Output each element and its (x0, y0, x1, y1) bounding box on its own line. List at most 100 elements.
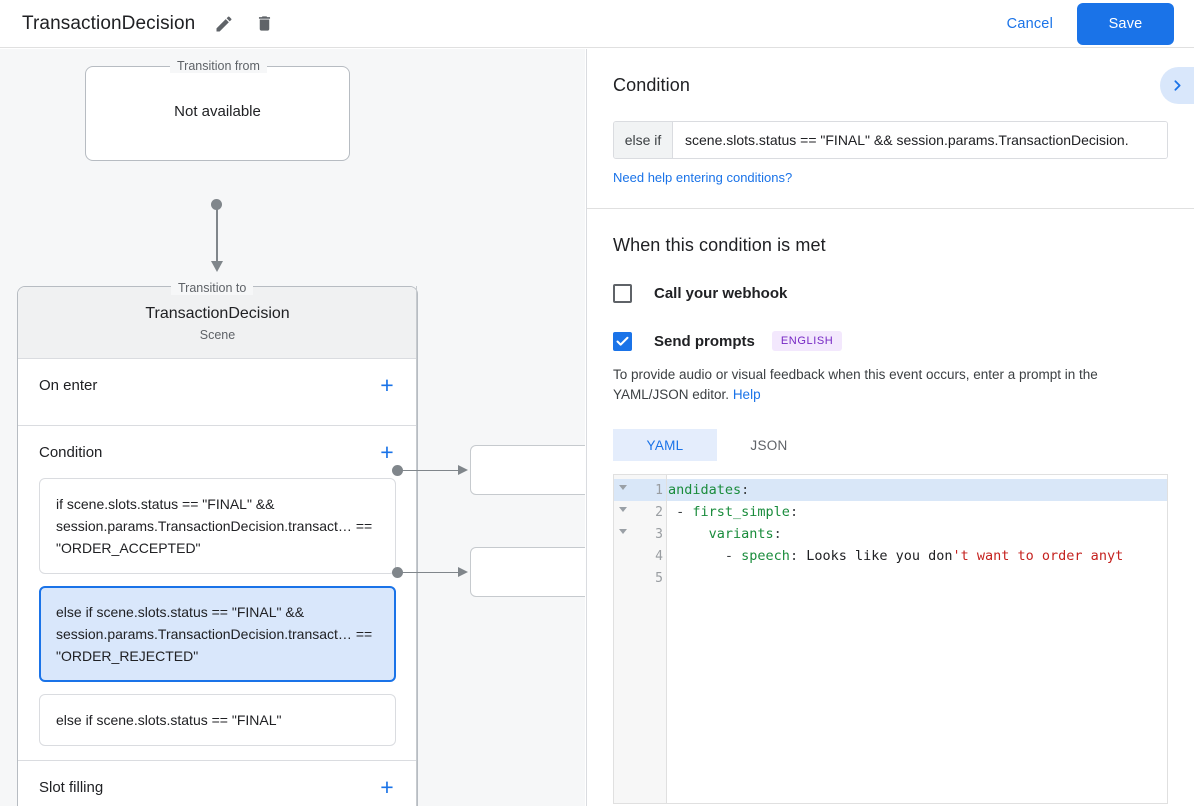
line-number: 4 (655, 548, 663, 564)
connector-arrow-icon (211, 261, 223, 272)
edge-arrow-icon (458, 465, 468, 475)
condition-help-link[interactable]: Need help entering conditions? (613, 170, 793, 185)
condition-item-accepted[interactable]: if scene.slots.status == "FINAL" && sess… (39, 478, 396, 574)
code-token: 't want to order anyt (952, 548, 1124, 564)
condition-input[interactable] (673, 122, 1167, 158)
fold-arrow-icon[interactable] (619, 485, 627, 490)
code-token: first_simple (692, 504, 790, 520)
code-token (668, 526, 709, 542)
condition-prefix-label: else if (614, 122, 673, 158)
target-node-rejected[interactable] (470, 547, 585, 597)
body-heading: When this condition is met (613, 235, 826, 255)
condition-field-row: else if (613, 121, 1168, 159)
code-token: speech (741, 548, 790, 564)
edge-stem (400, 469, 460, 472)
editor-code-area[interactable]: andidates: - first_simple: variants: - s… (667, 475, 1168, 803)
gutter-line: 2 (614, 501, 666, 523)
tab-yaml[interactable]: YAML (613, 429, 717, 461)
flow-canvas: Transition from Not available Transition… (0, 49, 585, 806)
cancel-button[interactable]: Cancel (993, 8, 1067, 40)
section-title: Condition (39, 443, 103, 461)
panel-top-section: Condition else if Need help entering con… (587, 49, 1194, 209)
transition-to-node: TransactionDecision Scene On enter + Con… (17, 286, 418, 806)
line-number: 5 (655, 570, 663, 586)
tab-json[interactable]: JSON (750, 437, 788, 453)
section-header: Condition + (18, 426, 417, 478)
code-token: : (773, 526, 782, 542)
edge-stem (400, 571, 460, 574)
send-prompts-row: Send prompts ENGLISH (613, 331, 1168, 351)
edge-source-dot (392, 465, 403, 476)
edge-to-rejected-node (392, 567, 472, 578)
editor-gutter: 1 2 3 4 5 (614, 475, 667, 803)
fold-arrow-icon[interactable] (619, 529, 627, 534)
add-on-enter-button[interactable]: + (375, 373, 399, 397)
webhook-row: Call your webhook (613, 284, 1168, 303)
line-number: 1 (655, 482, 663, 498)
trash-icon[interactable] (251, 11, 277, 37)
prompts-description-text: To provide audio or visual feedback when… (613, 367, 1098, 402)
app-header: TransactionDecision Cancel Save (0, 0, 1194, 48)
prompts-description: To provide audio or visual feedback when… (613, 365, 1168, 405)
section-title: On enter (39, 376, 98, 394)
save-button[interactable]: Save (1077, 2, 1174, 45)
call-webhook-checkbox[interactable] (613, 284, 632, 303)
fold-arrow-icon[interactable] (619, 507, 627, 512)
send-prompts-checkbox[interactable] (613, 331, 632, 351)
scene-header[interactable]: TransactionDecision Scene (18, 287, 417, 359)
line-number: 2 (655, 504, 663, 520)
edge-to-accepted-node (392, 465, 472, 476)
code-token: Looks like you don (806, 548, 953, 564)
scene-subtitle: Scene (199, 328, 236, 342)
language-badge: ENGLISH (771, 331, 843, 351)
editor-code-line: - speech: Looks like you don't want to o… (667, 545, 1168, 567)
canvas-vertical-rule (416, 286, 417, 806)
edge-source-dot (392, 567, 403, 578)
condition-item-rejected[interactable]: else if scene.slots.status == "FINAL" &&… (39, 586, 396, 682)
transition-to-legend: Transition to (171, 281, 254, 295)
section-slot-filling: Slot filling + Slot validation (18, 761, 417, 806)
section-on-enter: On enter + (18, 359, 417, 426)
details-panel: Condition else if Need help entering con… (586, 49, 1194, 806)
editor-code-line (667, 567, 1168, 589)
scene-title: TransactionDecision (145, 305, 290, 322)
code-token: - (668, 504, 693, 520)
editor-code-line: - first_simple: (667, 501, 1168, 523)
editor-code-line: andidates: (667, 479, 1168, 501)
edge-arrow-icon (458, 567, 468, 577)
panel-heading: Condition (613, 75, 690, 95)
gutter-line: 3 (614, 523, 666, 545)
section-condition: Condition + if scene.slots.status == "FI… (18, 426, 417, 761)
trash-icon-glyph (258, 16, 270, 31)
panel-body: When this condition is met Call your web… (587, 209, 1194, 804)
section-header: Slot filling + (18, 761, 417, 806)
prompts-help-link[interactable]: Help (732, 387, 761, 402)
transition-from-value: Not available (174, 103, 261, 120)
code-token: - (668, 548, 742, 564)
section-title: Slot filling (39, 778, 104, 796)
yaml-editor[interactable]: 1 2 3 4 5 andidates: - first_simple: va (613, 474, 1168, 804)
code-token: : (789, 504, 799, 520)
target-node-accepted[interactable] (470, 445, 585, 495)
code-token: andidates (668, 482, 742, 498)
transition-from-node[interactable]: Transition from Not available (85, 59, 350, 161)
chevron-right-icon[interactable] (1160, 67, 1194, 104)
editor-scroll-edge (1167, 475, 1168, 803)
call-webhook-label: Call your webhook (654, 285, 788, 302)
pencil-icon-glyph (216, 15, 232, 31)
page-title: TransactionDecision (22, 12, 196, 34)
editor-format-tabs: YAML JSON (613, 429, 1168, 461)
connector-line (216, 204, 218, 266)
add-slot-filling-button[interactable]: + (375, 775, 399, 799)
chevron-right-icon-glyph (1173, 80, 1181, 91)
panel-divider (587, 208, 1194, 209)
code-token: : (741, 482, 750, 498)
code-token: variants (708, 526, 774, 542)
condition-item-final[interactable]: else if scene.slots.status == "FINAL" (39, 694, 396, 746)
gutter-line: 1 (614, 479, 666, 501)
code-token: : (789, 548, 807, 564)
transition-from-legend: Transition from (170, 59, 267, 73)
send-prompts-label: Send prompts (654, 332, 755, 350)
add-condition-button[interactable]: + (375, 440, 399, 464)
pencil-icon[interactable] (211, 11, 237, 37)
